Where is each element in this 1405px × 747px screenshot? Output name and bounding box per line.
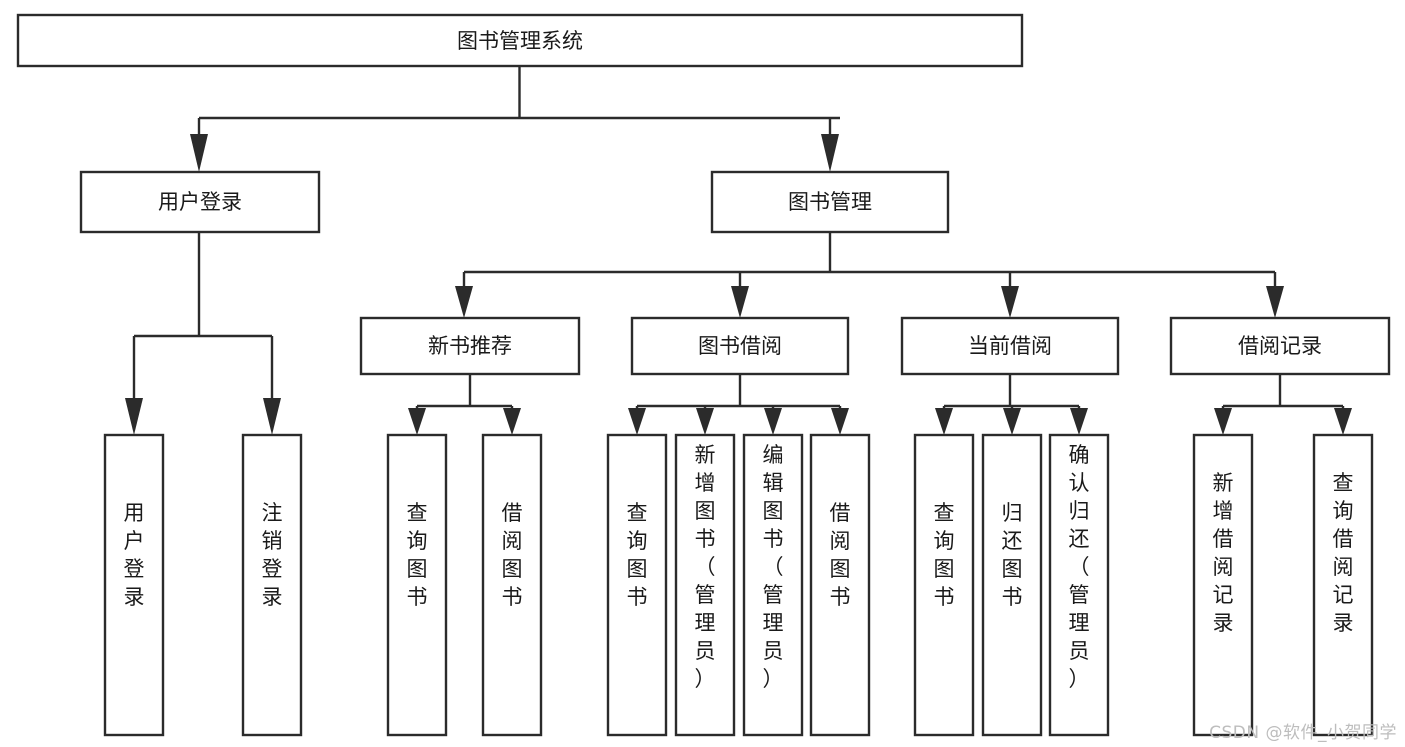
node-book-borrow-label: 图书借阅 (698, 334, 782, 358)
node-leaf-query-book-2[interactable]: 查询图书 (606, 433, 668, 737)
node-leaf-query-book-3[interactable]: 查询图书 (913, 433, 975, 737)
node-leaf-query-book-1[interactable]: 查询图书 (386, 433, 448, 737)
node-new-book-recommend-box[interactable] (359, 316, 581, 376)
arrow-head-leaf-add-book (696, 408, 714, 435)
node-leaf-return-book-label: 归还图书 (1002, 501, 1023, 609)
node-current-borrow-box[interactable] (900, 316, 1120, 376)
connector-layer (125, 66, 1352, 435)
node-book-borrow[interactable]: 图书借阅 (630, 316, 850, 376)
arrow-head-leaf-borrow-book-2 (831, 408, 849, 435)
node-leaf-query-book-2-label: 查询图书 (627, 501, 648, 609)
node-leaf-query-book-1-box[interactable] (386, 433, 448, 737)
arrow-head-book-management (821, 134, 839, 172)
arrow-head-leaf-confirm-return (1070, 408, 1088, 435)
arrow-head-leaf-logout-login (263, 398, 281, 435)
node-root[interactable]: 图书管理系统 (16, 13, 1024, 68)
node-new-book-recommend[interactable]: 新书推荐 (359, 316, 581, 376)
node-book-borrow-box[interactable] (630, 316, 850, 376)
node-user-login[interactable]: 用户登录 (79, 170, 321, 234)
node-user-login-box[interactable] (79, 170, 321, 234)
node-book-management[interactable]: 图书管理 (710, 170, 950, 234)
node-leaf-query-book-1-label: 查询图书 (407, 501, 428, 609)
node-root-box[interactable] (16, 13, 1024, 68)
node-user-login-label: 用户登录 (158, 190, 242, 214)
node-borrow-record[interactable]: 借阅记录 (1169, 316, 1391, 376)
arrow-head-current-borrow (1001, 286, 1019, 318)
arrow-head-leaf-query-book-1 (408, 408, 426, 435)
arrow-head-leaf-query-record (1334, 408, 1352, 435)
node-leaf-return-book-box[interactable] (981, 433, 1043, 737)
node-leaf-edit-book[interactable]: 编辑图书（管理员） (742, 433, 804, 737)
node-book-management-box[interactable] (710, 170, 950, 234)
node-current-borrow-label: 当前借阅 (968, 334, 1052, 358)
node-leaf-query-book-3-label: 查询图书 (934, 501, 955, 609)
arrow-head-leaf-query-book-2 (628, 408, 646, 435)
arrow-head-leaf-add-record (1214, 408, 1232, 435)
node-leaf-logout-login-box[interactable] (241, 433, 303, 737)
node-leaf-query-record[interactable]: 查询借阅记录 (1312, 433, 1374, 737)
node-leaf-confirm-return-box[interactable] (1048, 433, 1110, 737)
node-leaf-query-record-label: 查询借阅记录 (1333, 471, 1354, 635)
node-current-borrow[interactable]: 当前借阅 (900, 316, 1120, 376)
node-leaf-query-book-2-box[interactable] (606, 433, 668, 737)
arrow-head-new-book-recommend (455, 286, 473, 318)
arrow-head-user-login (190, 134, 208, 172)
node-leaf-add-book-label: 新增图书（管理员） (695, 443, 716, 691)
node-leaf-add-record-label: 新增借阅记录 (1213, 471, 1234, 635)
arrow-head-leaf-borrow-book-1 (503, 408, 521, 435)
node-leaf-borrow-book-1-label: 借阅图书 (502, 501, 523, 609)
node-leaf-edit-book-box[interactable] (742, 433, 804, 737)
node-leaf-add-book[interactable]: 新增图书（管理员） (674, 433, 736, 737)
node-leaf-borrow-book-2[interactable]: 借阅图书 (809, 433, 871, 737)
node-book-management-label: 图书管理 (788, 190, 872, 214)
node-leaf-query-record-box[interactable] (1312, 433, 1374, 737)
node-leaf-query-book-3-box[interactable] (913, 433, 975, 737)
node-leaf-add-book-box[interactable] (674, 433, 736, 737)
arrow-head-leaf-edit-book (764, 408, 782, 435)
arrow-head-leaf-user-login (125, 398, 143, 435)
node-leaf-add-record[interactable]: 新增借阅记录 (1192, 433, 1254, 737)
arrow-head-book-borrow (731, 286, 749, 318)
node-root-label: 图书管理系统 (457, 29, 583, 53)
node-leaf-confirm-return-label: 确认归还（管理员） (1069, 443, 1090, 691)
node-borrow-record-label: 借阅记录 (1238, 334, 1322, 358)
node-leaf-logout-login-label: 注销登录 (262, 501, 283, 609)
node-leaf-borrow-book-2-label: 借阅图书 (830, 501, 851, 609)
node-new-book-recommend-label: 新书推荐 (428, 334, 512, 358)
node-borrow-record-box[interactable] (1169, 316, 1391, 376)
node-leaf-confirm-return[interactable]: 确认归还（管理员） (1048, 433, 1110, 737)
node-leaf-user-login-box[interactable] (103, 433, 165, 737)
node-leaf-borrow-book-1-box[interactable] (481, 433, 543, 737)
node-leaf-logout-login[interactable]: 注销登录 (241, 433, 303, 737)
node-leaf-borrow-book-2-box[interactable] (809, 433, 871, 737)
arrow-head-leaf-query-book-3 (935, 408, 953, 435)
node-leaf-user-login-label: 用户登录 (124, 501, 145, 609)
node-leaf-return-book[interactable]: 归还图书 (981, 433, 1043, 737)
node-leaf-edit-book-label: 编辑图书（管理员） (763, 443, 784, 691)
node-leaf-user-login[interactable]: 用户登录 (103, 433, 165, 737)
arrow-head-leaf-return-book (1003, 408, 1021, 435)
node-leaf-borrow-book-1[interactable]: 借阅图书 (481, 433, 543, 737)
node-leaf-add-record-box[interactable] (1192, 433, 1254, 737)
arrow-head-borrow-record (1266, 286, 1284, 318)
